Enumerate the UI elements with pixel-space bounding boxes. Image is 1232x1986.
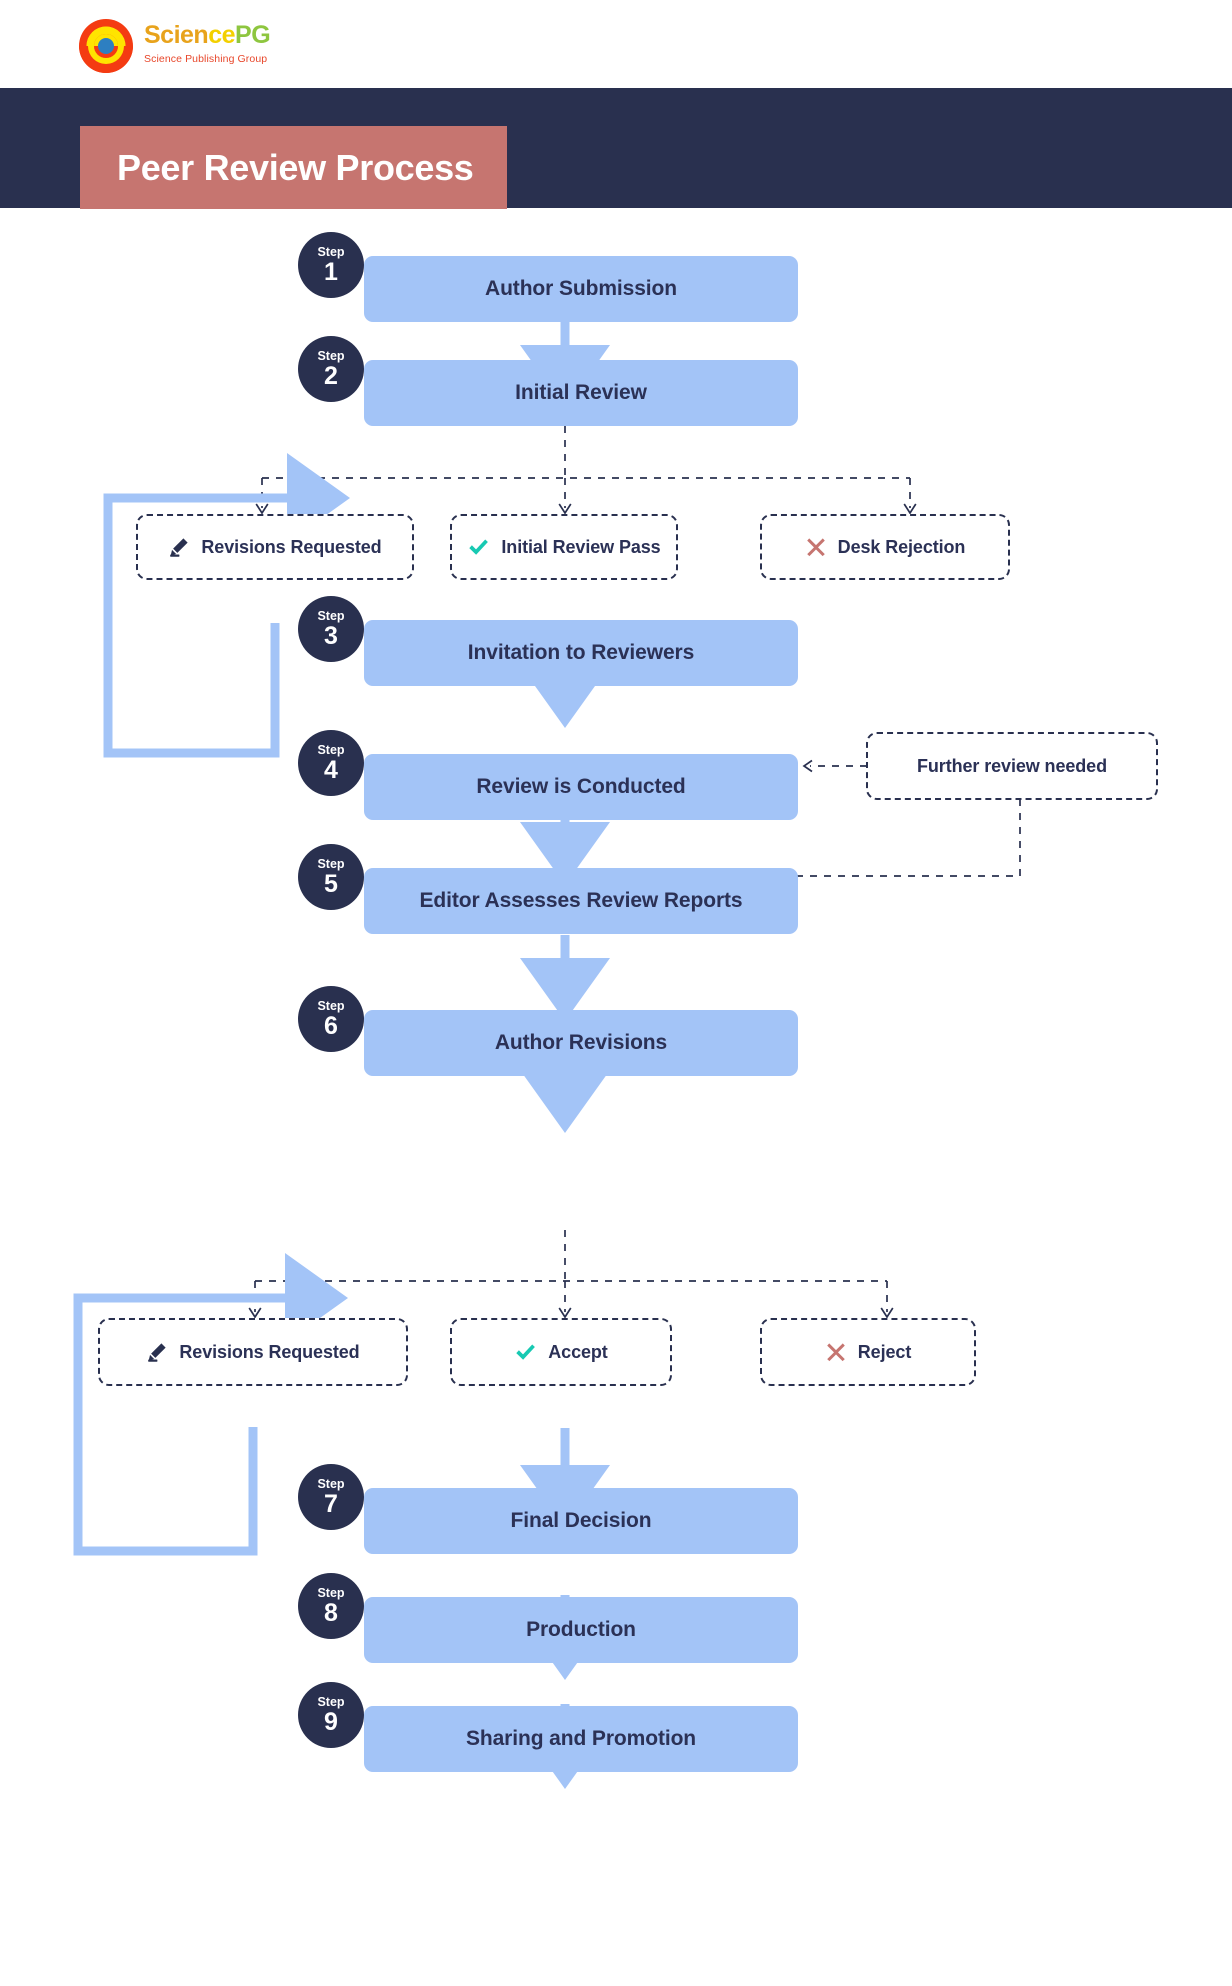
step-badge-8: Step 8 bbox=[298, 1573, 364, 1639]
step-label: Initial Review bbox=[515, 381, 647, 404]
check-icon bbox=[514, 1341, 537, 1364]
decision-label: Revisions Requested bbox=[201, 536, 382, 557]
step-label: Production bbox=[526, 1618, 636, 1641]
node-revisions-requested-1[interactable]: Revisions Requested bbox=[136, 514, 414, 580]
step-badge-4: Step 4 bbox=[298, 730, 364, 796]
node-initial-review-pass[interactable]: Initial Review Pass bbox=[450, 514, 678, 580]
step-label: Final Decision bbox=[510, 1509, 652, 1532]
step-box[interactable]: Author Revisions bbox=[364, 1010, 798, 1076]
step-badge-5: Step 5 bbox=[298, 844, 364, 910]
badge-number: 7 bbox=[324, 1489, 338, 1518]
step-badge-2: Step 2 bbox=[298, 336, 364, 402]
sciencepg-logo-icon bbox=[79, 19, 133, 73]
logo-bar: SciencePG Science Publishing Group bbox=[0, 0, 1232, 88]
logo-wordmark: SciencePG Science Publishing Group bbox=[144, 21, 271, 66]
step-box[interactable]: Production bbox=[364, 1597, 798, 1663]
logo-tagline: Science Publishing Group bbox=[144, 53, 268, 65]
step-box[interactable]: Invitation to Reviewers bbox=[364, 620, 798, 686]
badge-number: 9 bbox=[324, 1707, 338, 1736]
badge-word: Step bbox=[317, 1585, 345, 1600]
node-author-submission[interactable]: Author Submission Step 1 bbox=[298, 232, 798, 322]
header-band: Peer Review Process bbox=[0, 88, 1232, 209]
pencil-icon bbox=[168, 536, 190, 558]
step-box[interactable]: Editor Assesses Review Reports bbox=[364, 868, 798, 934]
edge-s2-branch-heads bbox=[255, 503, 917, 515]
step-label: Author Revisions bbox=[494, 1031, 668, 1054]
check-icon bbox=[467, 536, 490, 559]
edge-d4-s6-loop bbox=[73, 1253, 348, 1556]
step-box[interactable]: Author Submission bbox=[364, 256, 798, 322]
edge-note-s4-head bbox=[802, 759, 813, 773]
page-title: Peer Review Process bbox=[117, 146, 474, 188]
step-badge-3: Step 3 bbox=[298, 596, 364, 662]
node-production[interactable]: Production Step 8 bbox=[298, 1573, 798, 1663]
node-invitation-to-reviewers[interactable]: Invitation to Reviewers Step 3 bbox=[298, 596, 798, 686]
step-badge-7: Step 7 bbox=[298, 1464, 364, 1530]
badge-number: 6 bbox=[324, 1011, 338, 1040]
badge-number: 2 bbox=[324, 361, 338, 390]
decision-label: Revisions Requested bbox=[179, 1341, 360, 1362]
flow-canvas: Author Submission Step 1 Initial Review … bbox=[0, 208, 1232, 1986]
badge-word: Step bbox=[317, 348, 345, 363]
note-label: Further review needed bbox=[917, 755, 1107, 776]
edge-s6-branch-heads bbox=[248, 1307, 894, 1319]
step-label: Editor Assesses Review Reports bbox=[419, 889, 743, 912]
step-label: Invitation to Reviewers bbox=[467, 641, 695, 664]
edge-s2-branches bbox=[261, 426, 911, 508]
cross-icon bbox=[825, 1341, 847, 1363]
step-box[interactable]: Initial Review bbox=[364, 360, 798, 426]
badge-word: Step bbox=[317, 742, 345, 757]
badge-word: Step bbox=[317, 1476, 345, 1491]
badge-number: 5 bbox=[324, 869, 338, 898]
edge-d1-s2-loop bbox=[103, 453, 350, 758]
badge-word: Step bbox=[317, 1694, 345, 1709]
step-box[interactable]: Final Decision bbox=[364, 1488, 798, 1554]
node-final-decision[interactable]: Final Decision Step 7 bbox=[298, 1464, 798, 1554]
badge-number: 4 bbox=[324, 755, 338, 784]
node-editor-assesses-review-reports[interactable]: Editor Assesses Review Reports Step 5 bbox=[298, 844, 798, 934]
logo-title: SciencePG bbox=[144, 21, 271, 49]
pencil-icon bbox=[146, 1341, 168, 1363]
node-revisions-requested-2[interactable]: Revisions Requested bbox=[98, 1318, 408, 1386]
node-desk-rejection[interactable]: Desk Rejection bbox=[760, 514, 1010, 580]
step-badge-9: Step 9 bbox=[298, 1682, 364, 1748]
decision-label: Accept bbox=[548, 1341, 608, 1362]
decision-label: Initial Review Pass bbox=[501, 536, 661, 557]
step-label: Review is Conducted bbox=[476, 775, 686, 798]
step-badge-6: Step 6 bbox=[298, 986, 364, 1052]
node-sharing-and-promotion[interactable]: Sharing and Promotion Step 9 bbox=[298, 1682, 798, 1772]
node-accept[interactable]: Accept bbox=[450, 1318, 672, 1386]
node-reject[interactable]: Reject bbox=[760, 1318, 976, 1386]
edge-s5-note-s4 bbox=[796, 765, 1021, 877]
edge-s6-branches bbox=[254, 1230, 888, 1312]
node-review-is-conducted[interactable]: Review is Conducted Step 4 bbox=[298, 730, 798, 820]
step-box[interactable]: Sharing and Promotion bbox=[364, 1706, 798, 1772]
step-badge-1: Step 1 bbox=[298, 232, 364, 298]
cross-icon bbox=[805, 536, 827, 558]
node-further-review-needed[interactable]: Further review needed bbox=[866, 732, 1158, 800]
decision-label: Desk Rejection bbox=[837, 536, 966, 557]
badge-word: Step bbox=[317, 856, 345, 871]
badge-word: Step bbox=[317, 608, 345, 623]
node-initial-review[interactable]: Initial Review Step 2 bbox=[298, 336, 798, 426]
step-box[interactable]: Review is Conducted bbox=[364, 754, 798, 820]
page-title-box: Peer Review Process bbox=[80, 126, 507, 209]
badge-number: 8 bbox=[324, 1598, 338, 1627]
decision-label: Reject bbox=[857, 1341, 912, 1362]
badge-word: Step bbox=[317, 244, 345, 259]
badge-number: 1 bbox=[324, 257, 338, 286]
step-label: Author Submission bbox=[485, 277, 677, 300]
step-label: Sharing and Promotion bbox=[465, 1727, 697, 1750]
node-author-revisions[interactable]: Author Revisions Step 6 bbox=[298, 986, 798, 1076]
badge-number: 3 bbox=[324, 621, 338, 650]
badge-word: Step bbox=[317, 998, 345, 1013]
sciencepg-logo: SciencePG Science Publishing Group bbox=[78, 18, 338, 74]
